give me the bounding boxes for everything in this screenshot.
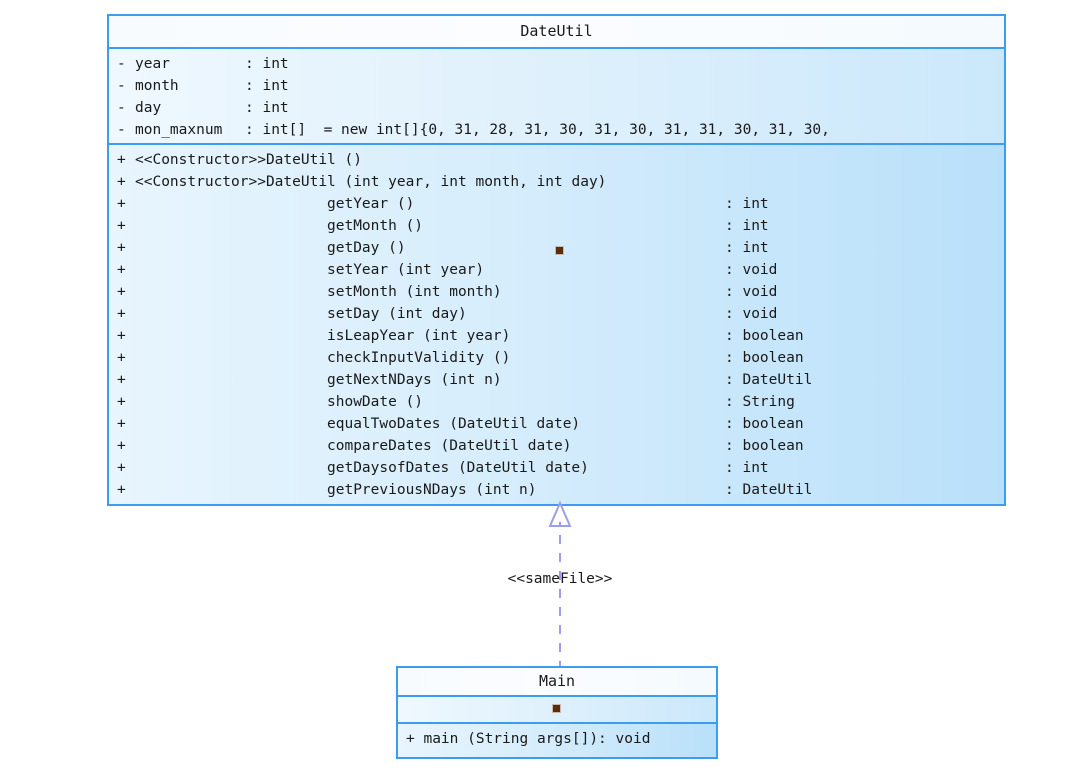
method-row: +getDaysofDates (DateUtil date): int xyxy=(109,457,1004,479)
method-visibility: + xyxy=(109,413,135,435)
attribute-type: : int xyxy=(245,97,289,119)
attribute-visibility: - xyxy=(109,97,135,119)
selection-marker-icon xyxy=(552,704,561,713)
method-visibility: + xyxy=(109,303,135,325)
method-return-type: : void xyxy=(725,259,777,281)
method-row: +getYear (): int xyxy=(109,193,1004,215)
method-return-type: : DateUtil xyxy=(725,369,812,391)
class-name-dateutil: DateUtil xyxy=(109,16,1004,49)
method-row: +<<Constructor>>DateUtil (int year, int … xyxy=(109,171,1004,193)
method-signature: getDay () xyxy=(135,237,725,259)
attribute-visibility: - xyxy=(109,53,135,75)
method-return-type: : String xyxy=(725,391,795,413)
method-return-type: : int xyxy=(725,215,769,237)
attribute-row: -mon_maxnum: int[] = new int[]{0, 31, 28… xyxy=(109,119,1004,141)
method-row: +<<Constructor>>DateUtil () xyxy=(109,149,1004,171)
method-signature: getNextNDays (int n) xyxy=(135,369,725,391)
method-visibility: + xyxy=(109,325,135,347)
method-return-type: : boolean xyxy=(725,347,804,369)
method-row: +setMonth (int month): void xyxy=(109,281,1004,303)
method-visibility: + xyxy=(109,171,135,193)
method-return-type: : boolean xyxy=(725,413,804,435)
method-signature: compareDates (DateUtil date) xyxy=(135,435,725,457)
method-signature: setYear (int year) xyxy=(135,259,725,281)
method-row: +getPreviousNDays (int n): DateUtil xyxy=(109,479,1004,501)
method-return-type: : boolean xyxy=(725,325,804,347)
method-row: +setDay (int day): void xyxy=(109,303,1004,325)
attribute-type: : int xyxy=(245,53,289,75)
method-signature: checkInputValidity () xyxy=(135,347,725,369)
method-signature: <<Constructor>>DateUtil () xyxy=(135,149,725,171)
method-signature: <<Constructor>>DateUtil (int year, int m… xyxy=(135,171,725,193)
attribute-list: -year: int-month: int-day: int-mon_maxnu… xyxy=(109,53,1004,141)
method-visibility: + xyxy=(109,215,135,237)
method-row: +equalTwoDates (DateUtil date): boolean xyxy=(109,413,1004,435)
attribute-name: year xyxy=(135,53,245,75)
method-row: +checkInputValidity (): boolean xyxy=(109,347,1004,369)
method-return-type: : DateUtil xyxy=(725,479,812,501)
methods-compartment-main: + main (String args[]): void xyxy=(398,724,716,757)
method-signature: getMonth () xyxy=(135,215,725,237)
method-visibility: + xyxy=(109,347,135,369)
method-visibility: + xyxy=(109,479,135,501)
method-visibility: + xyxy=(109,457,135,479)
method-visibility: + xyxy=(109,237,135,259)
method-row: +showDate (): String xyxy=(109,391,1004,413)
method-list: +<<Constructor>>DateUtil ()+<<Constructo… xyxy=(109,149,1004,501)
method-return-type: : int xyxy=(725,237,769,259)
method-row: +getMonth (): int xyxy=(109,215,1004,237)
method-visibility: + xyxy=(109,435,135,457)
method-visibility: + xyxy=(109,259,135,281)
attribute-row: -year: int xyxy=(109,53,1004,75)
method-signature: setDay (int day) xyxy=(135,303,725,325)
method-visibility: + xyxy=(109,391,135,413)
method-row: +getNextNDays (int n): DateUtil xyxy=(109,369,1004,391)
attribute-name: day xyxy=(135,97,245,119)
class-box-dateutil[interactable]: DateUtil -year: int-month: int-day: int-… xyxy=(107,14,1006,506)
attribute-row: -day: int xyxy=(109,97,1004,119)
relationship-stereotype-label: <<sameFile>> xyxy=(430,571,690,587)
method-return-type: : void xyxy=(725,281,777,303)
method-visibility: + xyxy=(109,281,135,303)
attributes-compartment-main xyxy=(398,697,716,724)
attribute-visibility: - xyxy=(109,119,135,141)
attribute-row: -month: int xyxy=(109,75,1004,97)
method-row: +setYear (int year): void xyxy=(109,259,1004,281)
selection-marker-icon xyxy=(555,246,564,255)
method-signature: equalTwoDates (DateUtil date) xyxy=(135,413,725,435)
attribute-name: mon_maxnum xyxy=(135,119,245,141)
attribute-type: : int xyxy=(245,75,289,97)
method-return-type: : void xyxy=(725,303,777,325)
method-signature: showDate () xyxy=(135,391,725,413)
method-signature: getPreviousNDays (int n) xyxy=(135,479,725,501)
method-signature: isLeapYear (int year) xyxy=(135,325,725,347)
class-name-main: Main xyxy=(398,668,716,697)
method-return-type: : int xyxy=(725,193,769,215)
attribute-type: : int[] = new int[]{0, 31, 28, 31, 30, 3… xyxy=(245,119,830,141)
methods-compartment-dateutil: +<<Constructor>>DateUtil ()+<<Constructo… xyxy=(109,145,1004,504)
method-signature: getYear () xyxy=(135,193,725,215)
method-return-type: : boolean xyxy=(725,435,804,457)
method-signature: getDaysofDates (DateUtil date) xyxy=(135,457,725,479)
method-visibility: + xyxy=(109,369,135,391)
attributes-compartment-dateutil: -year: int-month: int-day: int-mon_maxnu… xyxy=(109,49,1004,145)
class-box-main[interactable]: Main + main (String args[]): void xyxy=(396,666,718,759)
method-row: +compareDates (DateUtil date): boolean xyxy=(109,435,1004,457)
method-visibility: + xyxy=(109,149,135,171)
method-signature: setMonth (int month) xyxy=(135,281,725,303)
method-visibility: + xyxy=(109,193,135,215)
method-return-type: : int xyxy=(725,457,769,479)
attribute-name: month xyxy=(135,75,245,97)
attribute-visibility: - xyxy=(109,75,135,97)
method-row: +isLeapYear (int year): boolean xyxy=(109,325,1004,347)
